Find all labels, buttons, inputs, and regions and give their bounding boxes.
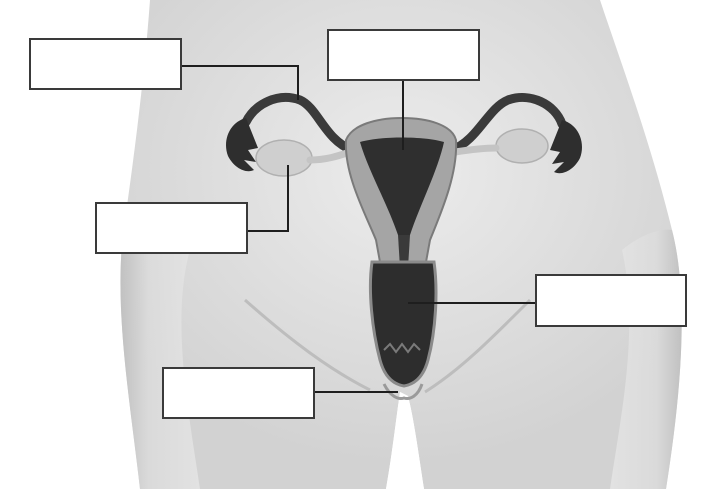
label-box-uterus[interactable] — [327, 29, 480, 81]
label-box-fallopian-tube[interactable] — [29, 38, 182, 90]
right-ovarian-ligament — [455, 148, 496, 152]
right-ovary — [496, 129, 548, 163]
label-box-ovary[interactable] — [95, 202, 248, 254]
label-box-vaginal-opening[interactable] — [162, 367, 315, 419]
left-ovary — [256, 140, 312, 176]
label-box-vagina[interactable] — [535, 274, 687, 327]
